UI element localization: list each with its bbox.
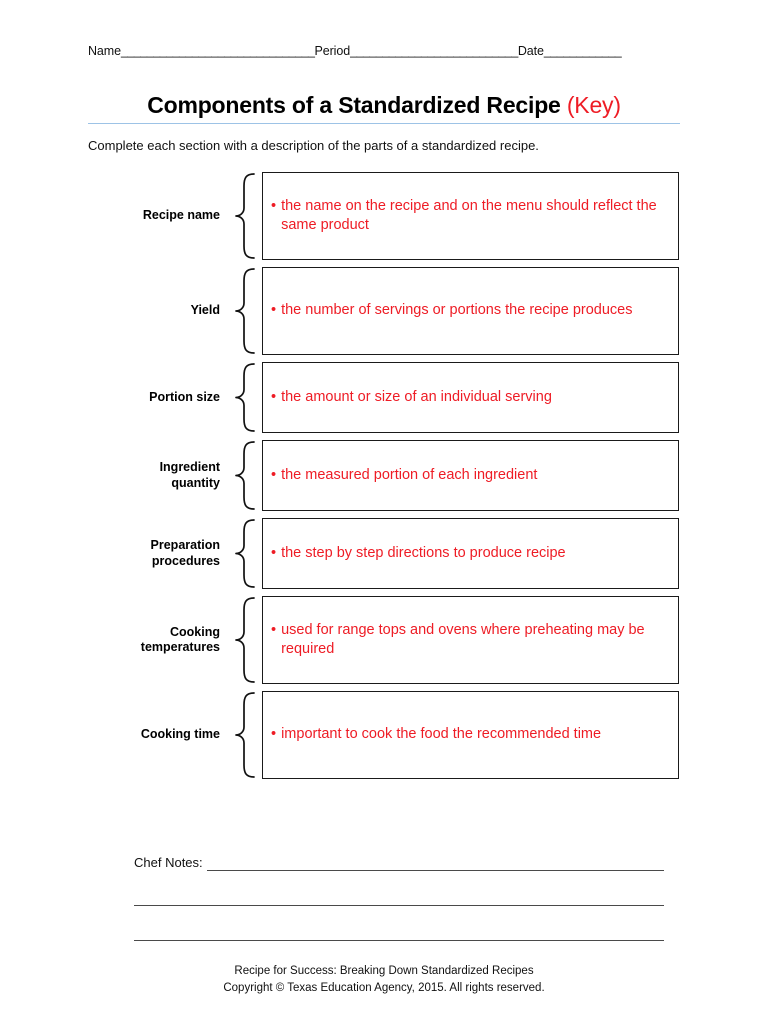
chef-notes-label: Chef Notes: [134,855,203,870]
answer-text: important to cook the food the recommend… [281,726,602,743]
curly-brace-icon [228,172,262,260]
answer-text: the amount or size of an individual serv… [281,388,552,405]
page-title-key-suffix: (Key) [566,92,621,118]
curly-brace-icon [228,518,262,589]
answer-text: used for range tops and ovens where preh… [281,621,645,657]
answer-bullet-line: •important to cook the food the recommen… [271,725,601,744]
bullet-icon: • [271,466,277,483]
chef-notes-line-1[interactable] [206,870,664,871]
component-row: Yield •the number of servings or portions… [0,267,768,355]
curly-brace-icon [228,691,262,779]
component-row: Portion size •the amount or size of an in… [0,362,768,433]
footer-line-1: Recipe for Success: Breaking Down Standa… [234,965,534,977]
name-blank[interactable]: ______________________________ [120,44,315,58]
answer-bullet-line: •the number of servings or portions the … [271,301,633,320]
page-footer: Recipe for Success: Breaking Down Standa… [0,963,768,996]
bullet-icon: • [271,621,277,638]
component-label: Cooking time [140,727,220,742]
curly-brace-icon [228,267,262,355]
component-label: Recipe name [142,208,220,223]
answer-text: the number of servings or portions the r… [281,302,633,319]
answer-box[interactable]: •the measured portion of each ingredient [262,440,679,511]
chef-notes-row: Chef Notes: [134,836,664,871]
answer-box[interactable]: •used for range tops and ovens where pre… [262,596,679,684]
chef-notes-row [134,906,664,941]
answer-box[interactable]: •the name on the recipe and on the menu … [262,172,679,260]
title-divider [88,123,680,125]
components-list: Recipe name•the name on the recipe and o… [0,172,768,786]
answer-bullet-line: •the amount or size of an individual ser… [271,388,552,407]
bullet-icon: • [271,302,277,319]
answer-bullet-line: •the measured portion of each ingredient [271,466,537,485]
answer-text: the measured portion of each ingredient [281,466,538,483]
bullet-icon: • [271,388,277,405]
answer-box[interactable]: •important to cook the food the recommen… [262,691,679,779]
footer-line-2: Copyright © Texas Education Agency, 2015… [223,981,545,994]
answer-bullet-line: •used for range tops and ovens where pre… [271,621,668,660]
answer-bullet-line: •the step by step directions to produce … [271,544,566,563]
curly-brace-icon [228,362,262,433]
chef-notes-row [134,871,664,906]
answer-box[interactable]: •the step by step directions to produce … [262,518,679,589]
chef-notes-line-2[interactable] [134,905,664,906]
period-blank[interactable]: __________________________ [350,44,518,58]
component-row: Cooking time •important to cook the food … [0,691,768,779]
bullet-icon: • [271,544,277,561]
page-title-main: Components of a Standardized Recipe [147,92,561,118]
component-label: Yield [190,303,220,318]
bullet-icon: • [271,197,277,214]
chef-notes-line-3[interactable] [134,940,664,941]
answer-box[interactable]: •the number of servings or portions the … [262,267,679,355]
curly-brace-icon [228,596,262,684]
date-blank[interactable]: ____________ [543,44,622,58]
chef-notes-section: Chef Notes: [134,836,664,941]
answer-text: the name on the recipe and on the menu s… [281,197,657,233]
period-label: Period [314,44,351,58]
student-info-line: Name______________________________Period… [88,44,680,58]
answer-box[interactable]: •the amount or size of an individual ser… [262,362,679,433]
answer-bullet-line: •the name on the recipe and on the menu … [271,197,668,236]
title-block: Components of a Standardized Recipe (Key… [88,93,680,125]
curly-brace-icon [228,440,262,511]
component-label: Portion size [149,389,220,404]
answer-text: the step by step directions to produce r… [281,544,566,561]
page-title: Components of a Standardized Recipe (Key… [88,93,680,117]
instructions-text: Complete each section with a description… [88,138,539,153]
name-label: Name [88,44,121,58]
component-row: Recipe name •the name on the recipe and o… [0,172,768,260]
bullet-icon: • [271,726,277,743]
date-label: Date [517,44,544,58]
